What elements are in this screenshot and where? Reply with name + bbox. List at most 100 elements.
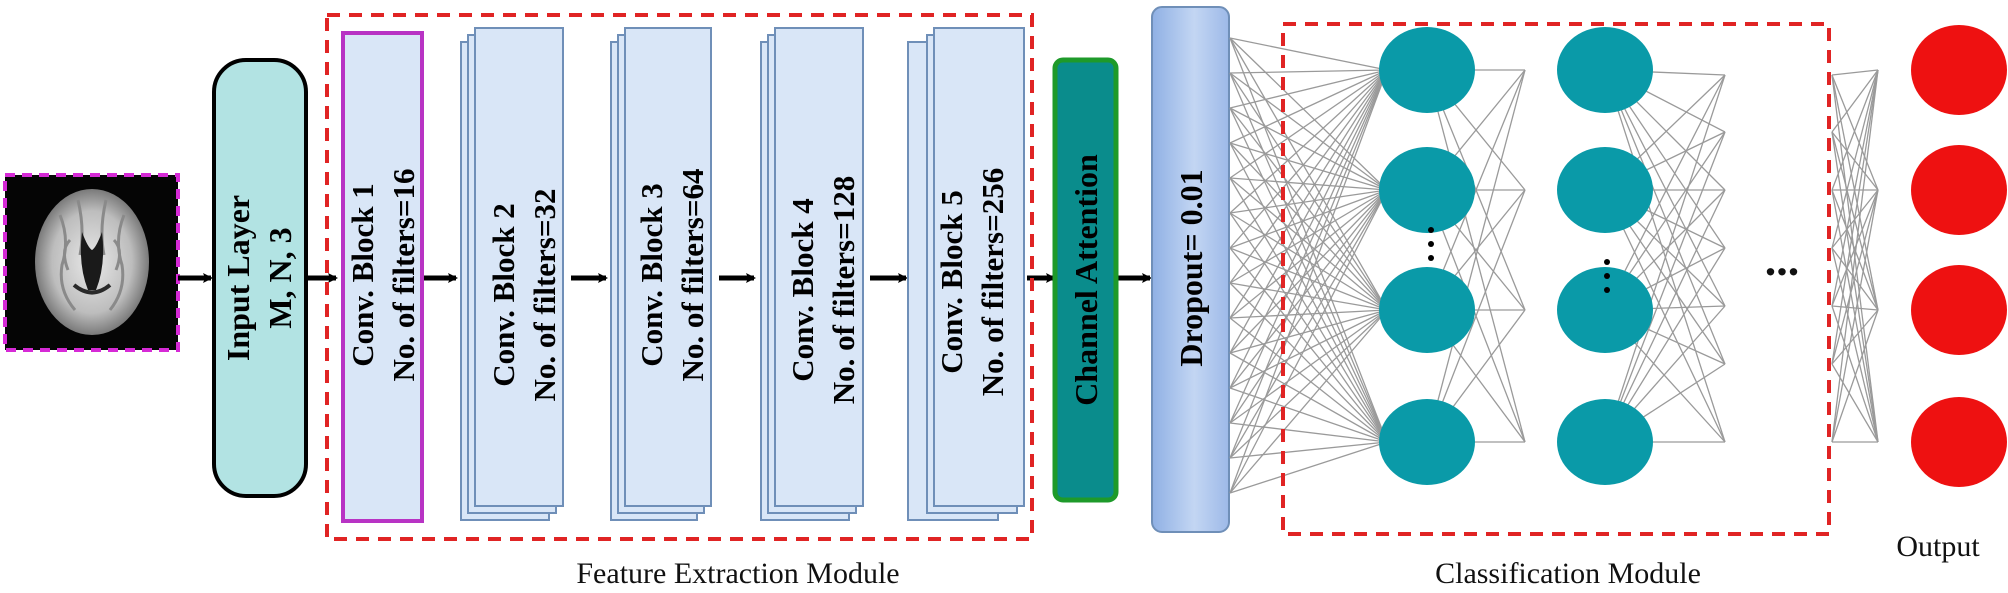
connection-to-output bbox=[1831, 74, 1879, 311]
output-caption: Output bbox=[1896, 530, 1980, 563]
connection-dropout-to-hidden1 bbox=[1229, 247, 1388, 311]
hidden1-dot-2 bbox=[1428, 241, 1434, 247]
connection-dropout-to-hidden1 bbox=[1229, 69, 1388, 109]
connection-dropout-to-hidden1 bbox=[1229, 309, 1388, 354]
connection-to-output bbox=[1831, 69, 1879, 365]
connection-to-output bbox=[1831, 74, 1879, 191]
hidden1-dot-1 bbox=[1428, 227, 1434, 233]
connection-dropout-to-hidden1 bbox=[1229, 189, 1388, 494]
connection-dropout-to-hidden1 bbox=[1229, 189, 1388, 214]
channel-attention-label: Channel Attention bbox=[1068, 154, 1104, 406]
connection-dropout-to-hidden1 bbox=[1229, 177, 1388, 311]
conv-block-3-title: Conv. Block 3 bbox=[634, 183, 669, 366]
dropout-label: Dropout= 0.01 bbox=[1173, 169, 1209, 366]
connection-hidden2-to-next bbox=[1604, 74, 1726, 443]
connection-dropout-to-hidden1 bbox=[1229, 387, 1388, 443]
connection-dropout-to-hidden1 bbox=[1229, 69, 1388, 319]
hidden1-neuron-2 bbox=[1379, 147, 1475, 233]
connection-dropout-to-hidden1 bbox=[1229, 69, 1388, 424]
connection-dropout-to-hidden1 bbox=[1229, 69, 1388, 144]
connection-dropout-to-hidden1 bbox=[1229, 189, 1388, 424]
connection-dropout-to-hidden1 bbox=[1229, 189, 1388, 354]
dropout-box bbox=[1151, 6, 1230, 533]
connection-dropout-to-hidden1 bbox=[1229, 309, 1388, 424]
connection-dropout-to-hidden1 bbox=[1229, 37, 1388, 191]
conv-block-3: Conv. Block 3 No. of filters=64 bbox=[610, 27, 712, 521]
connection-hidden2-to-next bbox=[1604, 131, 1726, 443]
conv-block-1: Conv. Block 1 No. of filters=16 bbox=[341, 31, 424, 523]
connection-dropout-to-hidden1 bbox=[1229, 282, 1388, 311]
connection-hidden2-to-next bbox=[1604, 69, 1726, 365]
hidden1-neuron-1 bbox=[1379, 27, 1475, 113]
connection-to-output bbox=[1831, 247, 1879, 443]
connection-dropout-to-hidden1 bbox=[1229, 212, 1388, 311]
connection-dropout-to-hidden1 bbox=[1229, 177, 1388, 443]
connection-dropout-to-hidden1 bbox=[1229, 309, 1388, 389]
classification-module-caption: Classification Module bbox=[1435, 557, 1701, 590]
brain-folds bbox=[58, 199, 126, 311]
dense-connections bbox=[1229, 37, 1879, 494]
connection-dropout-to-hidden1 bbox=[1229, 309, 1388, 319]
connection-to-output bbox=[1831, 189, 1879, 443]
conv-block-1-box bbox=[341, 31, 424, 523]
conv-block-2-layer-front bbox=[474, 27, 564, 507]
conv-block-4-layer-front bbox=[774, 27, 864, 507]
connection-hidden2-to-next bbox=[1604, 69, 1726, 443]
connection-dropout-to-hidden1 bbox=[1229, 247, 1388, 443]
connection-to-output bbox=[1831, 69, 1879, 443]
connection-hidden1-to-hidden2 bbox=[1426, 189, 1526, 443]
input-layer-dims: M, N, 3 bbox=[262, 227, 298, 328]
input-layer-box bbox=[212, 58, 308, 498]
connection-dropout-to-hidden1 bbox=[1229, 69, 1388, 459]
connection-dropout-to-hidden1 bbox=[1229, 37, 1388, 443]
connection-to-output bbox=[1831, 69, 1879, 249]
connection-to-output bbox=[1831, 131, 1879, 443]
connection-dropout-to-hidden1 bbox=[1229, 69, 1388, 214]
conv-block-5-title: Conv. Block 5 bbox=[934, 190, 969, 373]
hidden2-neuron-2 bbox=[1557, 147, 1653, 233]
hidden2-neuron-4 bbox=[1557, 399, 1653, 485]
conv-block-4-filters: No. of filters=128 bbox=[826, 176, 861, 405]
conv-block-3-filters: No. of filters=64 bbox=[675, 168, 710, 381]
hidden2-neuron-1 bbox=[1557, 27, 1653, 113]
connection-dropout-to-hidden1 bbox=[1229, 69, 1388, 179]
connection-dropout-to-hidden1 bbox=[1229, 189, 1388, 249]
connection-dropout-to-hidden1 bbox=[1229, 317, 1388, 443]
connection-to-output bbox=[1831, 305, 1879, 443]
connection-hidden1-to-hidden2 bbox=[1426, 69, 1526, 443]
conv-block-4: Conv. Block 4 No. of filters=128 bbox=[760, 27, 864, 521]
connection-dropout-to-hidden1 bbox=[1229, 352, 1388, 443]
connection-dropout-to-hidden1 bbox=[1229, 69, 1388, 284]
mri-border bbox=[3, 173, 180, 352]
connection-dropout-to-hidden1 bbox=[1229, 72, 1388, 311]
connection-to-output bbox=[1831, 309, 1879, 443]
connection-dropout-to-hidden1 bbox=[1229, 37, 1388, 311]
connection-to-output bbox=[1831, 189, 1879, 365]
connection-to-output bbox=[1831, 305, 1879, 311]
connection-to-output bbox=[1831, 69, 1879, 76]
connection-to-output bbox=[1831, 69, 1879, 191]
connection-dropout-to-hidden1 bbox=[1229, 177, 1388, 191]
neurons bbox=[1379, 25, 2007, 487]
connection-to-output bbox=[1831, 189, 1879, 311]
input-layer: Input Layer M, N, 3 bbox=[212, 58, 308, 498]
output-neuron-2 bbox=[1911, 145, 2007, 235]
connection-dropout-to-hidden1 bbox=[1229, 422, 1388, 443]
connection-to-output bbox=[1831, 69, 1879, 133]
connection-dropout-to-hidden1 bbox=[1229, 72, 1388, 443]
output-neuron-4 bbox=[1911, 397, 2007, 487]
connection-hidden2-to-next bbox=[1604, 69, 1726, 307]
output-neuron-1 bbox=[1911, 25, 2007, 115]
conv-block-5-layer-front bbox=[933, 27, 1025, 507]
hidden-layer-ellipsis bbox=[1428, 227, 1610, 293]
hidden2-neuron-3 bbox=[1557, 267, 1653, 353]
connection-hidden2-to-next bbox=[1604, 74, 1726, 311]
connection-dropout-to-hidden1 bbox=[1229, 441, 1388, 459]
hidden2-dot-1 bbox=[1604, 259, 1610, 265]
connection-dropout-to-hidden1 bbox=[1229, 142, 1388, 443]
connection-dropout-to-hidden1 bbox=[1229, 142, 1388, 311]
connection-to-output bbox=[1831, 189, 1879, 307]
connection-dropout-to-hidden1 bbox=[1229, 69, 1388, 354]
